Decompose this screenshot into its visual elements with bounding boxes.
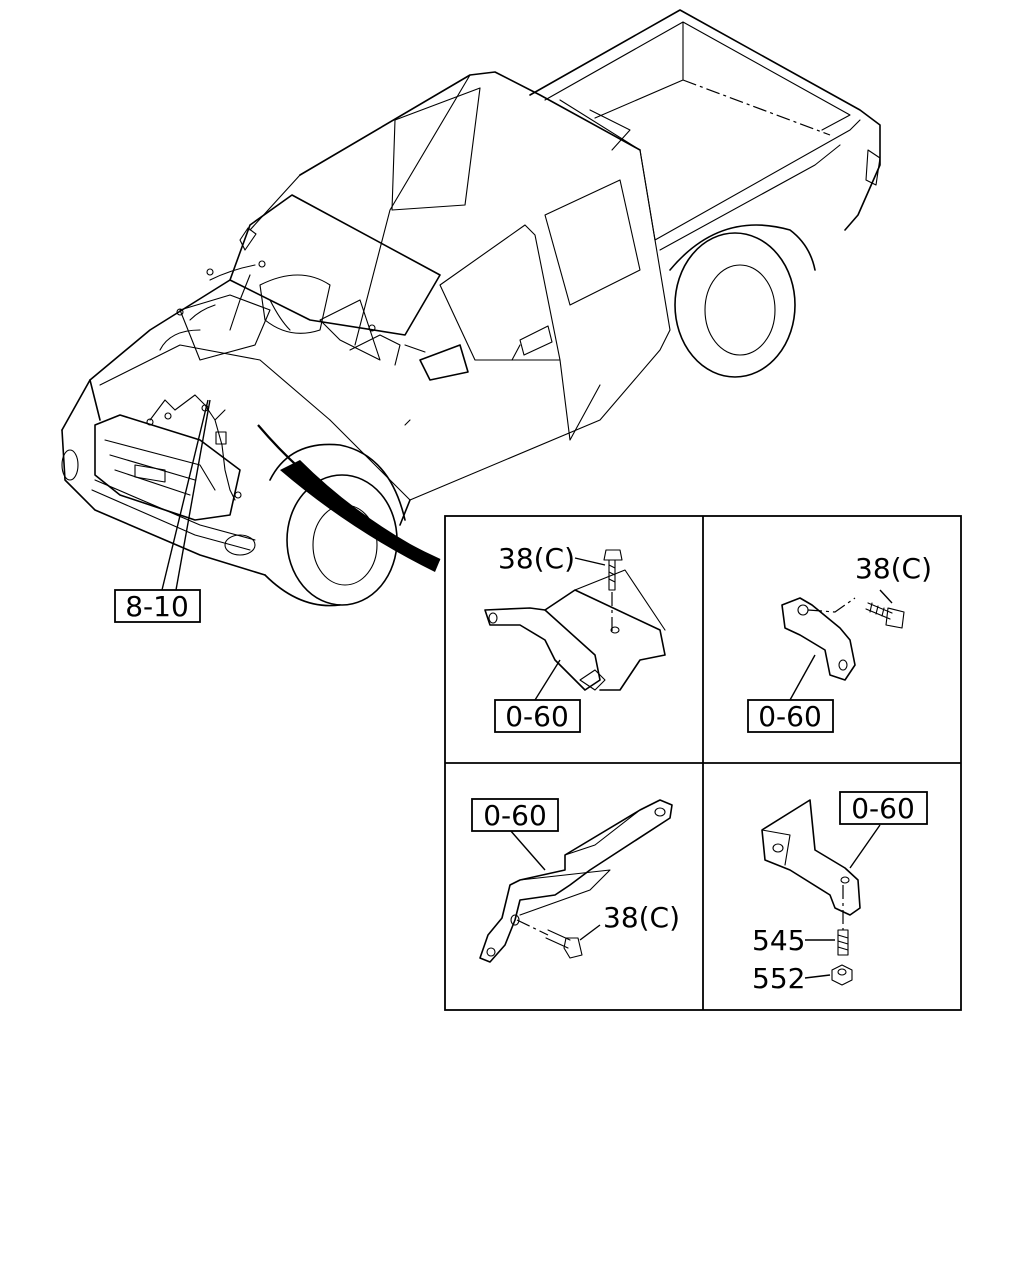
callout-8-10-label: 8-10	[125, 590, 189, 623]
detail-panel-3: 0-60 38(C)	[471, 798, 680, 963]
panel2-bolt-label: 38(C)	[855, 552, 932, 585]
detail-panel-1: 38(C) 0-60	[484, 542, 666, 733]
panel3-bolt-label: 38(C)	[603, 901, 680, 934]
detail-panel-2: 38(C) 0-60	[747, 552, 932, 733]
bracket-icon	[479, 799, 673, 963]
bracket-icon	[484, 569, 666, 691]
nut-icon	[831, 964, 853, 986]
panel1-bolt-label: 38(C)	[498, 542, 575, 575]
panel3-bracket-label: 0-60	[483, 799, 547, 832]
bracket-icon	[761, 799, 861, 916]
panel4-nut-label: 552	[752, 962, 805, 995]
detail-inset-grid	[444, 515, 962, 1011]
panel4-stud-label: 545	[752, 924, 805, 957]
bracket-icon	[781, 597, 856, 681]
panel4-bracket-label: 0-60	[851, 792, 915, 825]
pickup-truck-illustration	[61, 9, 881, 607]
bolt-icon	[865, 602, 905, 629]
panel1-bracket-label: 0-60	[505, 700, 569, 733]
callout-8-10: 8-10	[114, 399, 211, 623]
panel2-bracket-label: 0-60	[758, 700, 822, 733]
bolt-icon	[603, 549, 623, 591]
detail-panel-4: 0-60 545 552	[752, 791, 928, 995]
stud-icon	[837, 929, 849, 956]
bolt-icon	[545, 929, 583, 959]
